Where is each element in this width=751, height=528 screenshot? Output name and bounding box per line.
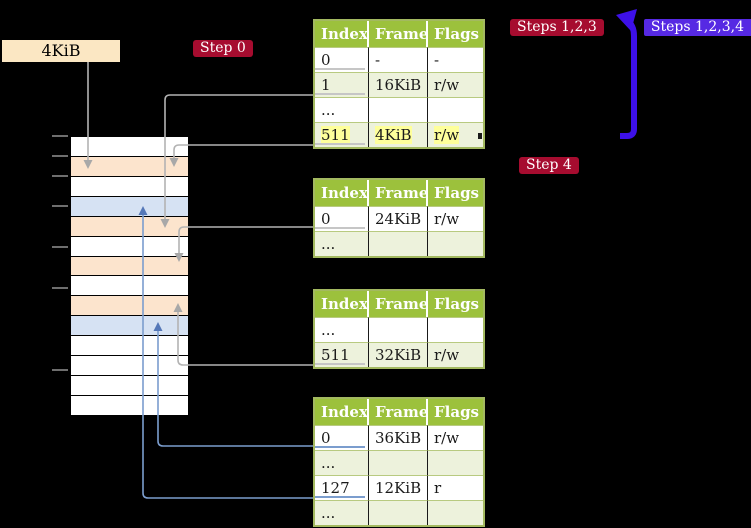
frame-size-label: 4KiB — [2, 40, 120, 62]
table-cell: r/w — [428, 425, 483, 450]
table-cell — [428, 231, 483, 256]
table-cell: ... — [315, 500, 369, 525]
column-header: Frame — [369, 21, 428, 47]
table-cell: r/w — [428, 72, 483, 97]
column-header: Index — [315, 21, 369, 47]
table-cell: ... — [315, 231, 369, 256]
table-cell: 16KiB — [369, 72, 428, 97]
column-header: Frame — [369, 399, 428, 425]
table-cell: r — [428, 475, 483, 500]
column-header: Index — [315, 180, 369, 206]
table-cell: 0 — [315, 47, 369, 72]
table-cell: 12KiB — [369, 475, 428, 500]
table-cell: 0 — [315, 425, 369, 450]
table-cell: 511 — [315, 122, 369, 147]
table-row: ... — [315, 97, 483, 122]
table-cell: ... — [315, 97, 369, 122]
table-cell: ... — [315, 450, 369, 475]
table-row: ... — [315, 450, 483, 475]
memory-frame-free — [71, 275, 188, 296]
steps1234-badge: Steps 1,2,3,4 — [643, 19, 751, 36]
table-cell — [369, 450, 428, 475]
memory-frame-mapped-page — [71, 315, 188, 336]
table-cell — [428, 500, 483, 525]
step4-badge: Step 4 — [519, 157, 579, 174]
arrowhead-upleft-icon — [616, 9, 637, 31]
recursive-loop-arrow — [616, 9, 637, 139]
table-row: ... — [315, 500, 483, 525]
table-cell — [369, 500, 428, 525]
table-cell: r/w — [428, 122, 483, 147]
table-cell: 0 — [315, 206, 369, 231]
memory-frame-free — [71, 235, 188, 256]
table-cell: 24KiB — [369, 206, 428, 231]
table-cell — [428, 317, 483, 342]
physical-memory-column — [70, 136, 189, 416]
table-cell: ... — [315, 317, 369, 342]
table-row: ... — [315, 231, 483, 256]
table-cell: 127 — [315, 475, 369, 500]
memory-frame-free — [71, 355, 188, 376]
memory-frame-free — [71, 394, 188, 415]
connector-table1-entry511 — [173, 144, 313, 158]
memory-frame-free — [71, 137, 188, 156]
table-cell — [369, 317, 428, 342]
table-cell: 36KiB — [369, 425, 428, 450]
connector-table3-entry511 — [177, 312, 313, 366]
table-cell: r/w — [428, 342, 483, 367]
table-cell — [369, 97, 428, 122]
memory-frame-page-table — [71, 155, 188, 176]
memory-frame-page-table — [71, 255, 188, 276]
column-header: Flags — [428, 180, 483, 206]
step0-badge: Step 0 — [193, 40, 253, 57]
memory-frame-free — [71, 175, 188, 196]
table-row: 0-- — [315, 47, 483, 72]
column-header: Frame — [369, 180, 428, 206]
table-cell: 511 — [315, 342, 369, 367]
column-header: Index — [315, 399, 369, 425]
table-cell — [428, 97, 483, 122]
column-header: Flags — [428, 399, 483, 425]
memory-frame-page-table — [71, 215, 188, 236]
memory-frame-page-table — [71, 295, 188, 316]
memory-frame-free — [71, 335, 188, 356]
memory-tick-marks — [52, 135, 68, 371]
steps123-badge: Steps 1,2,3 — [510, 19, 604, 36]
table-cell: - — [428, 47, 483, 72]
table-cell — [428, 450, 483, 475]
column-header: Flags — [428, 291, 483, 317]
memory-frame-free — [71, 375, 188, 395]
column-header: Frame — [369, 291, 428, 317]
table-cell: - — [369, 47, 428, 72]
table-cell — [369, 231, 428, 256]
table-row: ... — [315, 317, 483, 342]
table-cell: 4KiB — [369, 122, 428, 147]
memory-frame-mapped-page — [71, 195, 188, 216]
connector-table2-entry0 — [178, 226, 313, 253]
table-cell: 32KiB — [369, 342, 428, 367]
table-cell: 1 — [315, 72, 369, 97]
column-header: Index — [315, 291, 369, 317]
table-cell: r/w — [428, 206, 483, 231]
column-header: Flags — [428, 21, 483, 47]
